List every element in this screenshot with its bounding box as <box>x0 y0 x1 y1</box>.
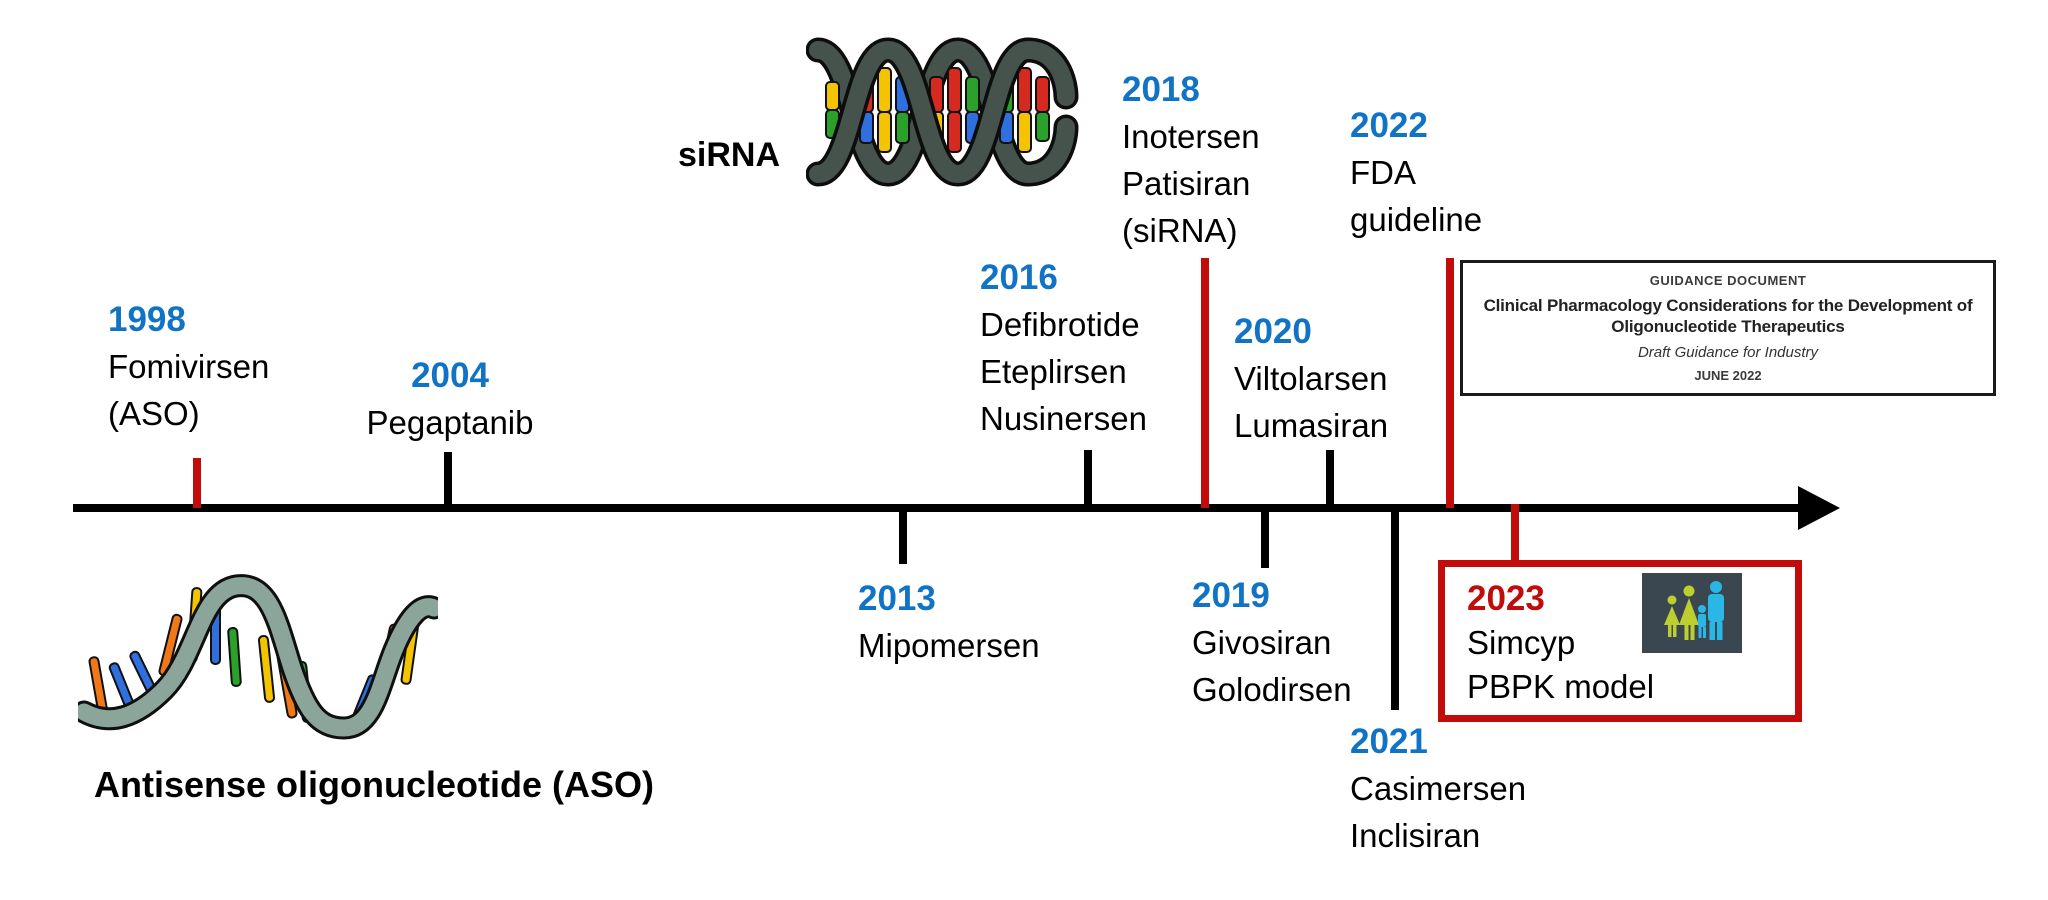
event-2021: 2021 Casimersen Inclisiran <box>1350 718 1526 859</box>
sirna-helix-image <box>806 37 1079 187</box>
event-drug: Lumasiran <box>1234 407 1389 444</box>
event-year: 2023 <box>1467 579 1545 618</box>
tick-2004 <box>444 452 452 508</box>
event-drug: Fomivirsen <box>108 348 270 385</box>
event-drug: Defibrotide <box>980 306 1140 343</box>
event-year: 2021 <box>1350 722 1428 761</box>
event-drug: Golodirsen <box>1192 671 1352 708</box>
fda-guidance-document: GUIDANCE DOCUMENT Clinical Pharmacology … <box>1460 260 1996 396</box>
event-drug: Nusinersen <box>980 400 1147 437</box>
event-2019: 2019 Givosiran Golodirsen <box>1192 572 1352 713</box>
guidance-subtitle: Draft Guidance for Industry <box>1637 344 1819 361</box>
event-drug: Casimersen <box>1350 770 1527 807</box>
event-drug: PBPK model <box>1467 668 1655 705</box>
event-1998: 1998 Fomivirsen (ASO) <box>108 296 269 437</box>
event-year: 2018 <box>1122 70 1200 109</box>
timeline-axis <box>73 504 1805 512</box>
event-year: 2016 <box>980 258 1058 297</box>
event-2004: 2004 Pegaptanib <box>330 352 570 446</box>
event-drug: Eteplirsen <box>980 353 1127 390</box>
tick-2021 <box>1391 504 1399 710</box>
event-drug: Pegaptanib <box>366 404 534 441</box>
guidance-eyebrow: GUIDANCE DOCUMENT <box>1649 273 1807 288</box>
guidance-date: JUNE 2022 <box>1694 368 1762 383</box>
event-year: 2019 <box>1192 576 1270 615</box>
guidance-title: Clinical Pharmacology Considerations for… <box>1483 296 1973 336</box>
event-drug: Givosiran <box>1192 624 1332 661</box>
tick-2023-connector <box>1511 504 1519 562</box>
event-2023-simcyp-box: 2023 Simcyp PBPK model <box>1438 560 1802 722</box>
event-drug: Inclisiran <box>1350 817 1481 854</box>
tick-1998 <box>193 458 201 508</box>
tick-2013 <box>899 504 907 564</box>
event-2020: 2020 Viltolarsen Lumasiran <box>1234 308 1388 449</box>
event-year: 2022 <box>1350 106 1428 145</box>
event-year: 1998 <box>108 300 186 339</box>
event-2016: 2016 Defibrotide Eteplirsen Nusinersen <box>980 254 1147 442</box>
event-drug: Patisiran <box>1122 165 1251 202</box>
sirna-label: siRNA <box>678 136 781 174</box>
event-2018: 2018 Inotersen Patisiran (siRNA) <box>1122 66 1260 254</box>
event-drug: (siRNA) <box>1122 212 1238 249</box>
event-drug: (ASO) <box>108 395 200 432</box>
timeline-arrowhead-icon <box>1798 486 1840 530</box>
tick-2018 <box>1201 258 1209 508</box>
event-year: 2004 <box>411 356 489 395</box>
aso-label: Antisense oligonucleotide (ASO) <box>94 764 655 805</box>
tick-2022 <box>1446 258 1454 508</box>
event-drug: FDA <box>1350 154 1416 191</box>
event-drug: Simcyp <box>1467 624 1576 661</box>
event-drug: guideline <box>1350 201 1483 238</box>
event-year: 2020 <box>1234 312 1312 351</box>
event-2013: 2013 Mipomersen <box>858 575 1040 669</box>
event-year: 2013 <box>858 579 936 618</box>
event-drug: Inotersen <box>1122 118 1260 155</box>
event-drug: Viltolarsen <box>1234 360 1388 397</box>
tick-2016 <box>1084 450 1092 508</box>
tick-2019 <box>1261 504 1269 568</box>
event-2022: 2022 FDA guideline <box>1350 102 1482 243</box>
aso-helix-image <box>78 574 438 740</box>
event-drug: Mipomersen <box>858 627 1040 664</box>
simcyp-population-image <box>1642 573 1742 653</box>
tick-2020 <box>1326 450 1334 508</box>
